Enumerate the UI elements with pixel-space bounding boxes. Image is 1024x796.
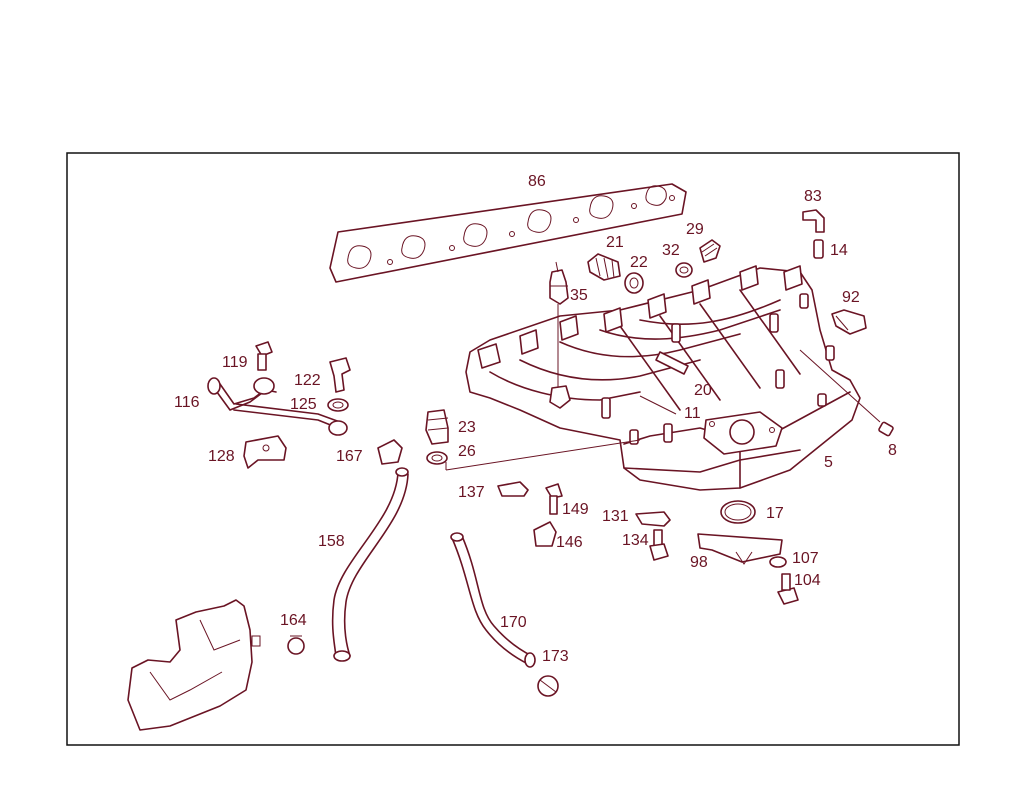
- part-92-bolt: [831, 309, 867, 335]
- callout-92: 92: [842, 289, 860, 306]
- part-131-clip: [635, 511, 671, 527]
- callout-98: 98: [690, 554, 708, 571]
- part-146-bracket: [533, 521, 557, 547]
- leader-11: [639, 395, 677, 415]
- callout-35: 35: [570, 287, 588, 304]
- callout-23: 23: [458, 419, 476, 436]
- part-32-seal-ring: [675, 262, 693, 278]
- callout-149: 149: [562, 501, 589, 518]
- part-119-bolt: [255, 341, 273, 371]
- part-137-clip: [497, 481, 529, 497]
- callout-164: 164: [280, 612, 307, 629]
- callout-107: 107: [792, 550, 819, 567]
- part-167-clamp: [377, 439, 403, 465]
- callout-14: 14: [830, 242, 848, 259]
- callout-158: 158: [318, 533, 345, 550]
- callout-104: 104: [794, 572, 821, 589]
- part-173-clamp: [537, 675, 559, 697]
- callout-17: 17: [766, 505, 784, 522]
- part-22-washer: [624, 272, 644, 294]
- part-29-plug: [699, 239, 721, 263]
- callout-173: 173: [542, 648, 569, 665]
- callout-119: 119: [222, 354, 248, 371]
- callout-11: 11: [684, 405, 701, 422]
- callout-22: 22: [630, 254, 648, 271]
- leader-26: [445, 439, 641, 471]
- engine-cover-housing: [127, 599, 261, 731]
- part-128-bracket: [243, 435, 287, 469]
- part-35-mounted-sensor: [549, 385, 571, 409]
- part-8-dowel: [878, 421, 894, 437]
- part-164-clamp: [287, 635, 305, 655]
- callout-116: 116: [174, 394, 200, 411]
- part-5-intake-manifold: [465, 265, 861, 491]
- callout-86: 86: [528, 173, 546, 190]
- part-21-fitting: [587, 253, 621, 281]
- part-125-washer: [327, 398, 349, 412]
- callout-137: 137: [458, 484, 485, 501]
- callout-8: 8: [888, 442, 897, 459]
- callout-32: 32: [662, 242, 680, 259]
- callout-21: 21: [606, 234, 624, 251]
- part-98-heat-shield: [697, 533, 783, 565]
- part-23-fitting: [425, 409, 449, 445]
- callout-146: 146: [556, 534, 583, 551]
- part-83-elbow-hose: [802, 209, 825, 233]
- part-35-sensor: [549, 261, 569, 305]
- callout-167: 167: [336, 448, 363, 465]
- part-149-bolt: [545, 483, 563, 515]
- callout-26: 26: [458, 443, 476, 460]
- part-107-washer: [769, 556, 787, 568]
- callout-170: 170: [500, 614, 527, 631]
- leader-8: [799, 349, 881, 423]
- part-122-banjo-bolt: [329, 357, 351, 393]
- part-104-bolt: [777, 573, 799, 605]
- part-158-hose: [331, 467, 409, 662]
- part-86-manifold-gasket: [329, 183, 687, 283]
- callout-83: 83: [804, 188, 822, 205]
- callout-125: 125: [290, 396, 317, 413]
- callout-128: 128: [208, 448, 235, 465]
- callout-29: 29: [686, 221, 704, 238]
- callout-5: 5: [824, 454, 833, 471]
- part-134-bolt: [649, 529, 669, 561]
- callout-134: 134: [622, 532, 649, 549]
- callout-131: 131: [602, 508, 629, 525]
- diagram-frame: [66, 152, 960, 746]
- callout-20: 20: [694, 382, 712, 399]
- part-20-rod: [655, 351, 689, 375]
- callout-122: 122: [294, 372, 321, 389]
- part-14-sleeve: [813, 239, 824, 259]
- part-17-o-ring: [720, 500, 756, 524]
- part-26-washer: [426, 451, 448, 465]
- part-170-hose: [450, 532, 536, 668]
- part-116-fuel-line: [207, 377, 348, 436]
